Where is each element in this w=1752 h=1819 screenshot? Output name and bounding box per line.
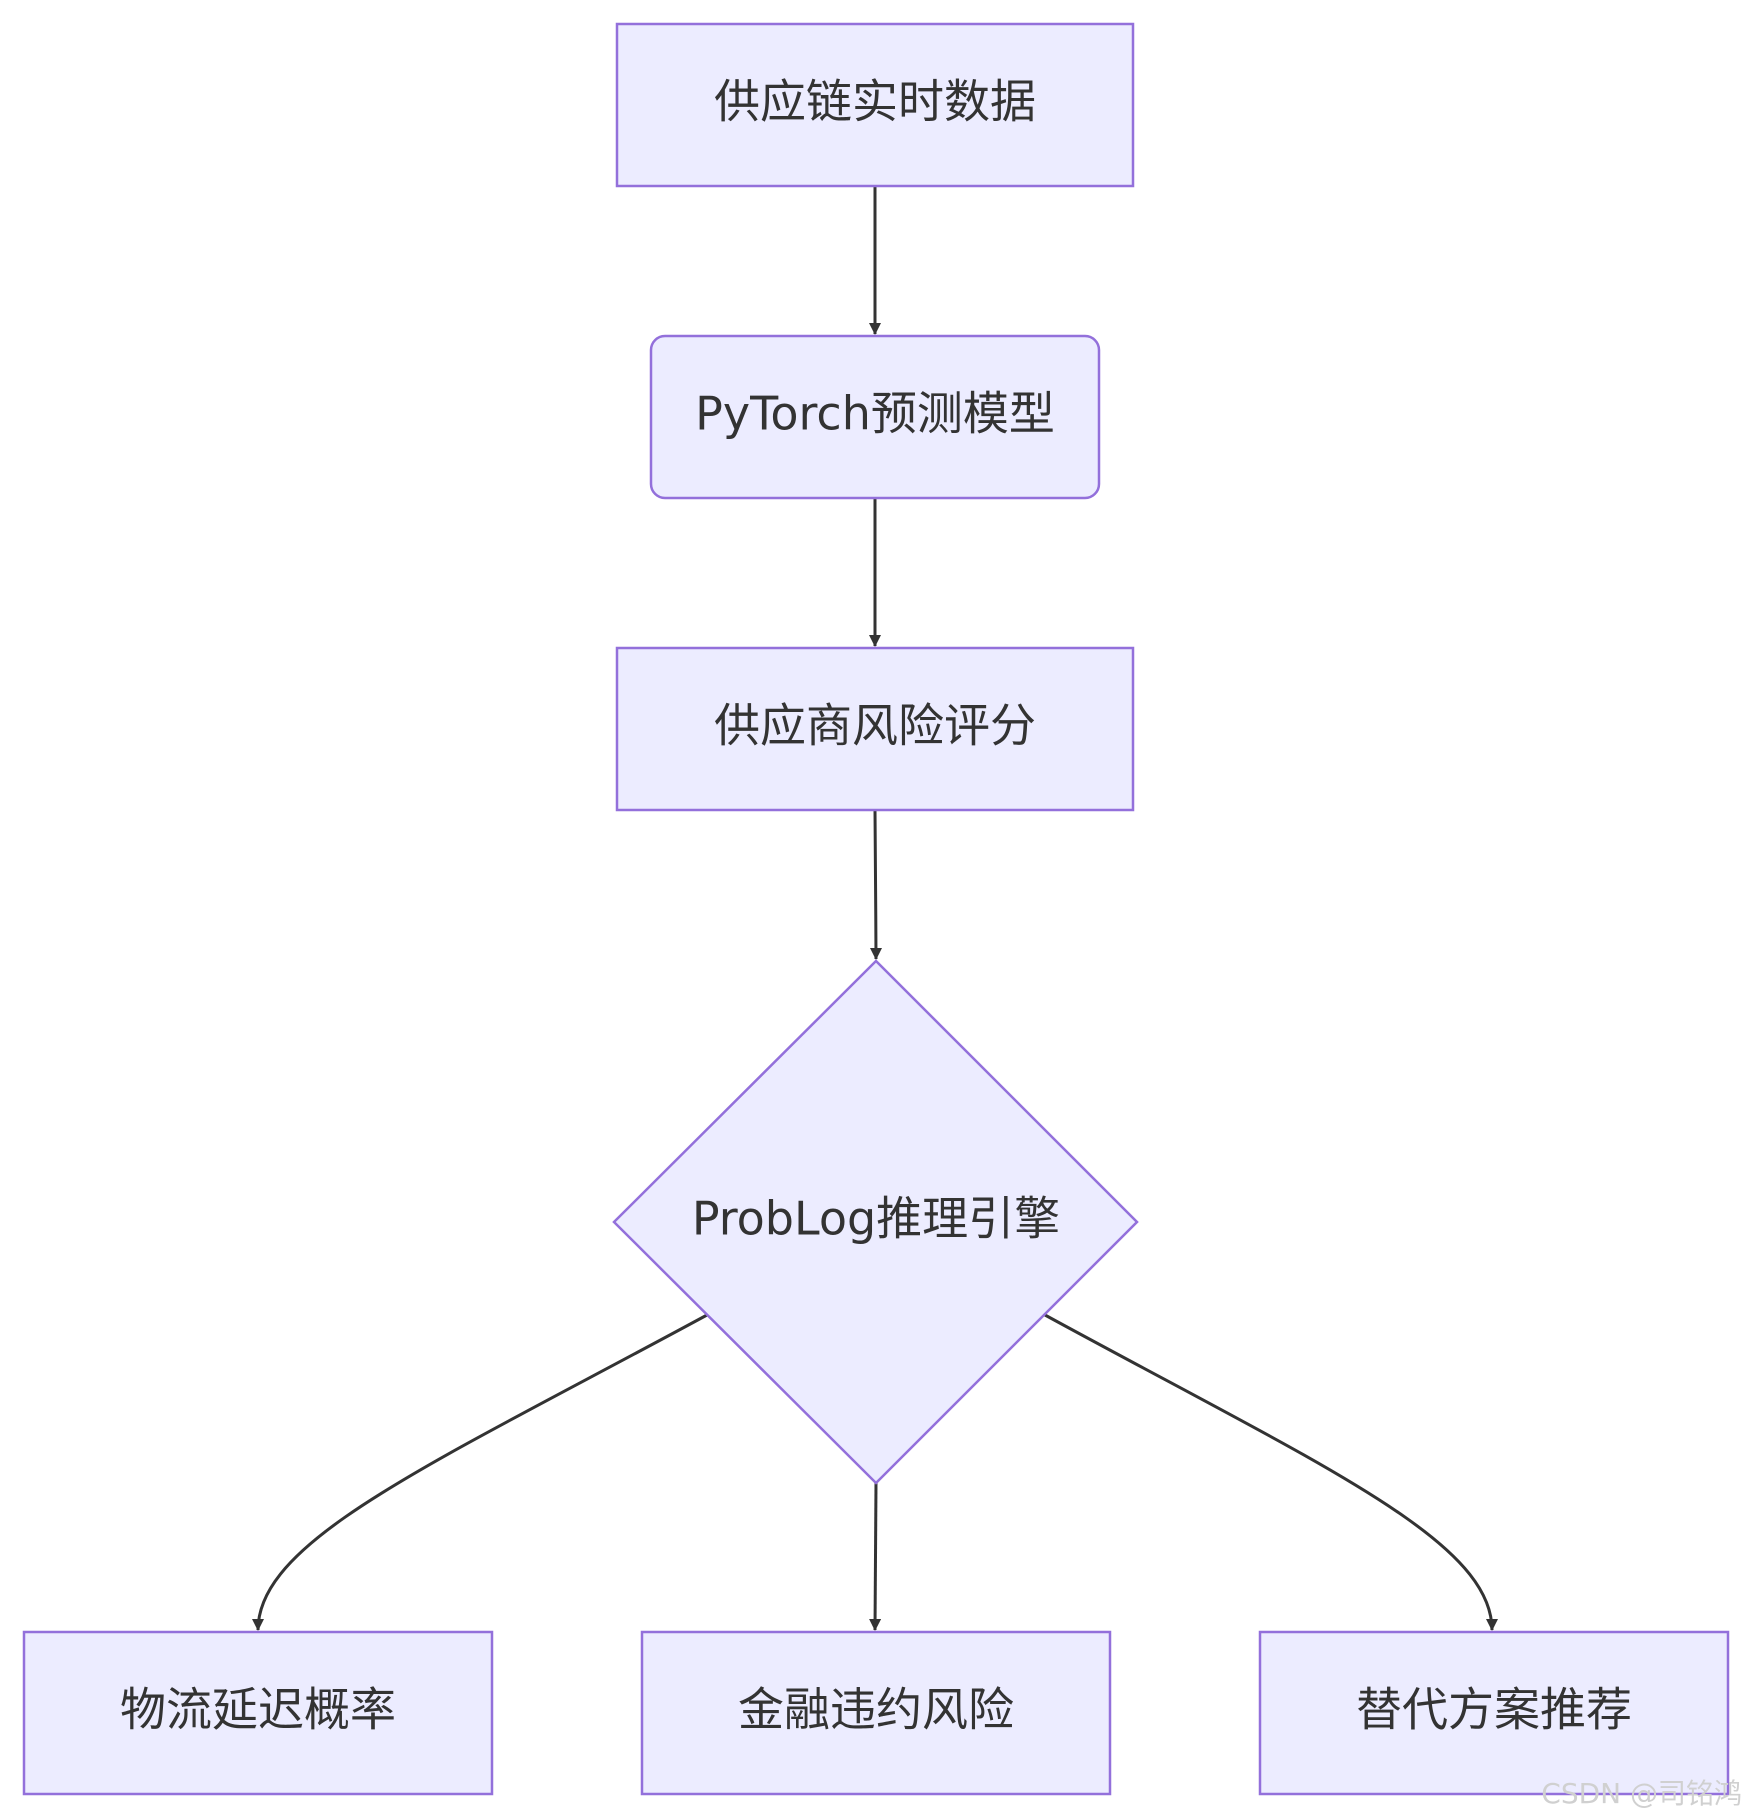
node-pytorch-model: PyTorch预测模型: [649, 334, 1101, 500]
node-problog-engine: ProbLog推理引擎: [612, 959, 1139, 1485]
node-logistics-delay-label: 物流延迟概率: [120, 1683, 396, 1737]
edges: [252, 186, 1498, 1631]
node-supplier-risk-score-label: 供应商风险评分: [714, 699, 1036, 753]
node-alternative-plan: 替代方案推荐: [1258, 1630, 1730, 1796]
node-alternative-plan-label: 替代方案推荐: [1356, 1683, 1632, 1737]
node-financial-default-label: 金融违约风险: [738, 1683, 1014, 1737]
watermark: CSDN @司铭鸿: [1541, 1777, 1742, 1810]
node-financial-default: 金融违约风险: [640, 1630, 1112, 1796]
node-supplier-risk-score: 供应商风险评分: [615, 646, 1135, 812]
edge-engine-to-delay: [252, 1313, 708, 1631]
node-logistics-delay: 物流延迟概率: [22, 1630, 494, 1796]
edge-engine-to-default: [869, 1482, 882, 1631]
node-problog-engine-label: ProbLog推理引擎: [692, 1192, 1060, 1246]
edge-engine-to-plan: [1044, 1313, 1498, 1631]
node-supply-chain-data: 供应链实时数据: [615, 22, 1135, 188]
edge-score-to-engine: [869, 809, 882, 960]
node-pytorch-model-label: PyTorch预测模型: [695, 387, 1055, 441]
node-supply-chain-data-label: 供应链实时数据: [714, 75, 1036, 129]
